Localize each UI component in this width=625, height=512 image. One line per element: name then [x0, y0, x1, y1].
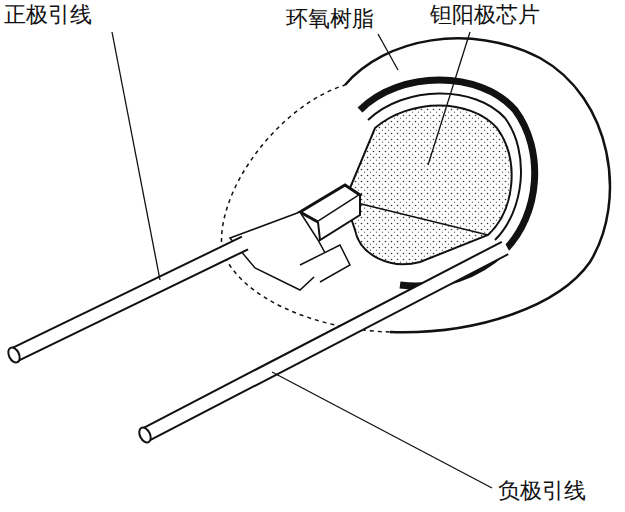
- part-label: 环氧树脂: [286, 6, 374, 32]
- part-label: 钽阳极芯片: [430, 2, 540, 28]
- part-label: 负极引线: [498, 478, 586, 504]
- leader-line: [112, 32, 160, 280]
- lead-end: [6, 346, 22, 365]
- chip-edge: [345, 200, 488, 235]
- positive-lead: [14, 242, 247, 355]
- lead-frame: [300, 245, 350, 282]
- leader-line: [428, 32, 470, 165]
- lead-end: [137, 426, 153, 445]
- leader-line: [378, 34, 398, 70]
- anode-chip: [345, 106, 512, 265]
- anode-riser: [318, 195, 360, 240]
- leader-line: [272, 372, 492, 488]
- negative-lead: [145, 247, 507, 435]
- part-label: 正极引线: [4, 2, 92, 28]
- epoxy-body: [345, 38, 610, 332]
